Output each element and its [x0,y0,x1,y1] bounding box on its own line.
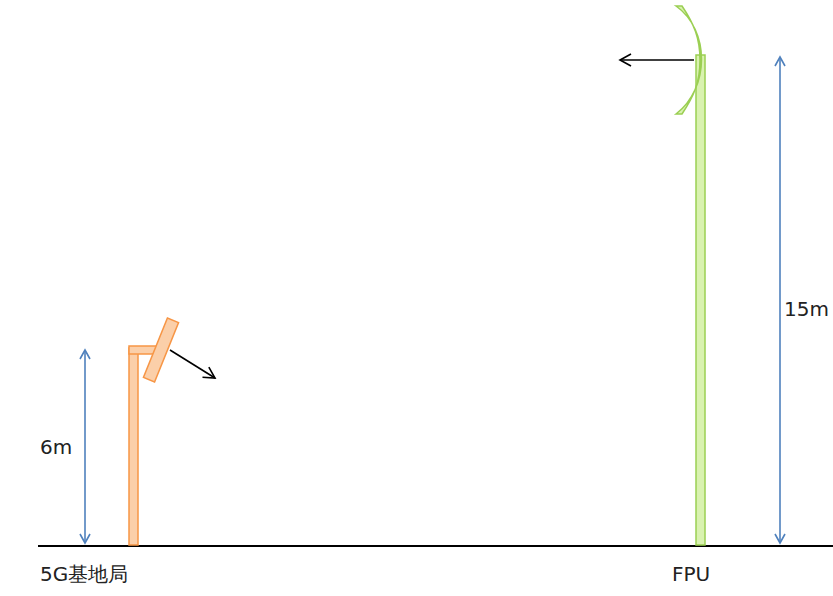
dimension-arrow [84,350,86,543]
dimension-label: 6m [40,435,72,459]
fpu-mast [676,6,705,545]
ground-line [38,545,833,547]
station-label: 5G基地局 [40,562,128,586]
beam-arrow [620,59,694,61]
base-station [129,318,179,545]
dimension-label: 15m [784,297,829,321]
station-label: FPU [672,562,710,586]
dimension-arrow [779,57,781,543]
beam-arrow [170,350,215,378]
